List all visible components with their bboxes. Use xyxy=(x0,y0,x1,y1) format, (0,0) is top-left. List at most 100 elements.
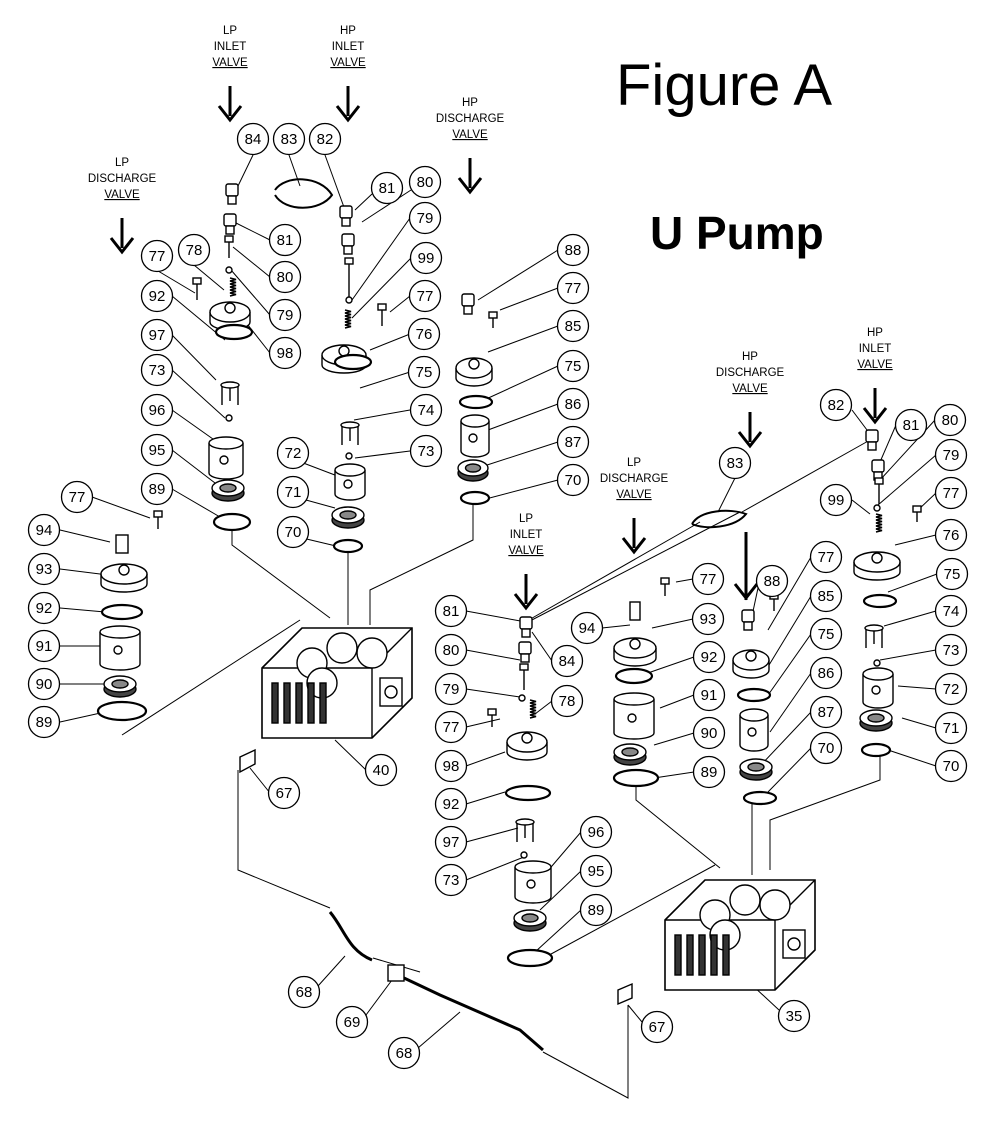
pump-parts xyxy=(96,178,922,1052)
part-callout: 77 xyxy=(934,476,968,510)
svg-text:89: 89 xyxy=(149,481,166,498)
part-callout: 68 xyxy=(287,975,321,1009)
part-callout: 79 xyxy=(934,438,968,472)
svg-text:68: 68 xyxy=(296,984,313,1001)
svg-text:88: 88 xyxy=(764,573,781,590)
part-callout: 82 xyxy=(308,122,342,156)
part-callout: 95 xyxy=(579,854,613,888)
svg-text:87: 87 xyxy=(818,704,835,721)
part-callout: 91 xyxy=(692,678,726,712)
svg-text:77: 77 xyxy=(818,549,835,566)
part-callout: 80 xyxy=(408,165,442,199)
svg-text:83: 83 xyxy=(727,455,744,472)
svg-text:90: 90 xyxy=(701,725,718,742)
svg-text:84: 84 xyxy=(559,653,576,670)
part-callout: 68 xyxy=(387,1036,421,1070)
svg-text:73: 73 xyxy=(443,872,460,889)
part-callout: 79 xyxy=(434,672,468,706)
svg-text:92: 92 xyxy=(36,600,53,617)
part-callout: 98 xyxy=(434,749,468,783)
svg-text:73: 73 xyxy=(418,443,435,460)
svg-text:81: 81 xyxy=(903,417,920,434)
svg-text:89: 89 xyxy=(36,714,53,731)
part-callout: 70 xyxy=(556,463,590,497)
svg-text:70: 70 xyxy=(565,472,582,489)
svg-text:97: 97 xyxy=(443,834,460,851)
arrow-down-icon xyxy=(513,593,539,611)
svg-text:79: 79 xyxy=(943,447,960,464)
svg-text:77: 77 xyxy=(565,280,582,297)
part-callout: 79 xyxy=(268,298,302,332)
part-callout: 81 xyxy=(268,223,302,257)
svg-text:79: 79 xyxy=(443,681,460,698)
svg-text:70: 70 xyxy=(818,740,835,757)
svg-text:76: 76 xyxy=(416,326,433,343)
svg-text:98: 98 xyxy=(277,345,294,362)
svg-text:85: 85 xyxy=(818,588,835,605)
svg-text:86: 86 xyxy=(565,396,582,413)
svg-text:80: 80 xyxy=(942,412,959,429)
svg-text:70: 70 xyxy=(943,758,960,775)
svg-text:80: 80 xyxy=(277,269,294,286)
part-callout: 73 xyxy=(934,633,968,667)
valve-arrows xyxy=(109,86,888,611)
part-callout: 80 xyxy=(268,260,302,294)
part-callout: 94 xyxy=(570,611,604,645)
svg-text:94: 94 xyxy=(36,522,53,539)
svg-text:77: 77 xyxy=(69,489,86,506)
part-callout: 99 xyxy=(819,483,853,517)
svg-text:69: 69 xyxy=(344,1014,361,1031)
part-callout: 71 xyxy=(934,711,968,745)
svg-text:77: 77 xyxy=(149,248,166,265)
part-callout: 92 xyxy=(140,279,174,313)
svg-text:83: 83 xyxy=(281,131,298,148)
part-callout: 73 xyxy=(434,863,468,897)
part-callout: 77 xyxy=(691,562,725,596)
svg-text:89: 89 xyxy=(701,764,718,781)
part-callout: 81 xyxy=(894,408,928,442)
part-callout: 95 xyxy=(140,433,174,467)
part-callout: 80 xyxy=(434,633,468,667)
part-callout: 84 xyxy=(236,122,270,156)
part-callout: 80 xyxy=(933,403,967,437)
svg-text:89: 89 xyxy=(588,902,605,919)
part-callout: 70 xyxy=(276,515,310,549)
part-callout: 75 xyxy=(935,557,969,591)
part-callout: 40 xyxy=(364,753,398,787)
part-callout: 77 xyxy=(434,710,468,744)
part-callout: 73 xyxy=(409,434,443,468)
part-callout: 69 xyxy=(335,1005,369,1039)
svg-text:93: 93 xyxy=(700,611,717,628)
part-callout: 81 xyxy=(370,171,404,205)
part-callout: 85 xyxy=(556,309,590,343)
part-callout: 97 xyxy=(140,318,174,352)
part-callout: 75 xyxy=(407,355,441,389)
arrow-down-icon xyxy=(733,583,759,601)
part-callout: 67 xyxy=(640,1010,674,1044)
part-callout: 70 xyxy=(809,731,843,765)
part-callout: 92 xyxy=(692,640,726,674)
part-callout: 77 xyxy=(809,540,843,574)
part-callout: 93 xyxy=(27,552,61,586)
svg-text:81: 81 xyxy=(277,232,294,249)
svg-text:79: 79 xyxy=(417,210,434,227)
part-callout: 92 xyxy=(434,787,468,821)
part-callout: 85 xyxy=(809,579,843,613)
part-callout: 83 xyxy=(272,122,306,156)
svg-text:85: 85 xyxy=(565,318,582,335)
arrow-down-icon xyxy=(862,407,888,425)
part-callout: 90 xyxy=(27,667,61,701)
part-callout: 89 xyxy=(27,705,61,739)
svg-text:75: 75 xyxy=(818,626,835,643)
part-callout: 82 xyxy=(819,388,853,422)
part-callout: 89 xyxy=(140,472,174,506)
